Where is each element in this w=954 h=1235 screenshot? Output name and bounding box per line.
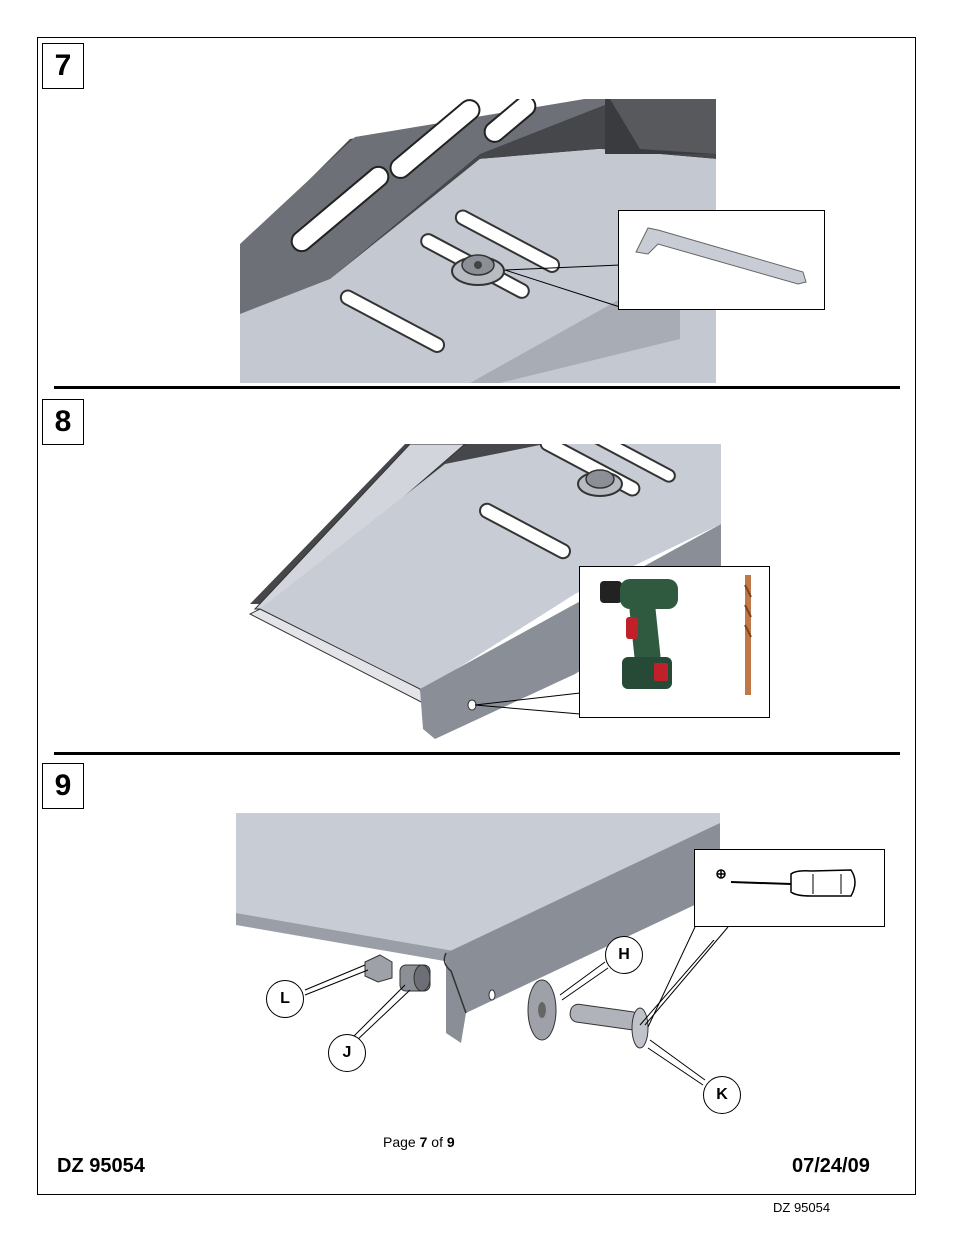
step-number-7: 7: [42, 43, 84, 89]
callout-k: K: [703, 1076, 741, 1114]
callout-h: H: [605, 936, 643, 974]
tools-inset: [579, 566, 770, 718]
section-divider: [54, 386, 900, 389]
phillips-screwdriver-icon: [701, 854, 881, 924]
document-id: DZ 95054: [57, 1155, 145, 1178]
page-of: of: [431, 1134, 443, 1150]
page-number: Page 7 of 9: [383, 1134, 455, 1150]
document-date: 07/24/09: [792, 1155, 870, 1178]
hex-key-icon: [618, 210, 825, 310]
step-number-9: 9: [42, 763, 84, 809]
page-current: 7: [420, 1134, 428, 1150]
callout-j: J: [328, 1034, 366, 1072]
step-9-screwdriver-leader: [640, 925, 770, 1035]
screwdriver-inset: [694, 849, 885, 927]
drill-bit-icon: [738, 575, 758, 700]
bottom-document-id: DZ 95054: [773, 1200, 830, 1215]
section-divider: [54, 752, 900, 755]
page-total: 9: [447, 1134, 455, 1150]
step-8-leader-line: [470, 690, 590, 720]
page-prefix: Page: [383, 1134, 416, 1150]
step-number-8: 8: [42, 399, 84, 445]
callout-l: L: [266, 980, 304, 1018]
step-7-leader-line: [500, 255, 630, 315]
cordless-drill-icon: [592, 575, 692, 705]
